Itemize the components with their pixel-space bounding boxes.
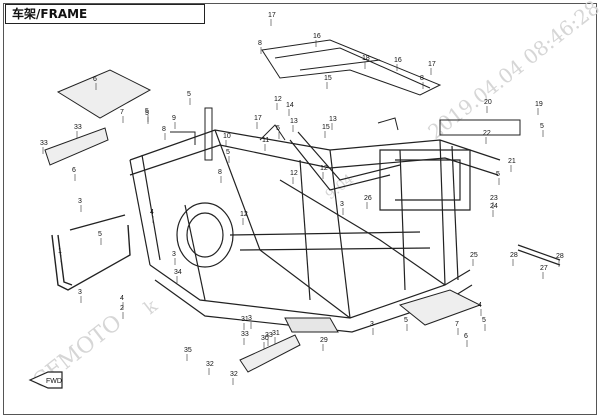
part-number-label: 12 <box>274 96 282 103</box>
part-number-label: 13 <box>290 118 298 125</box>
part-number-label: 8 <box>420 75 424 82</box>
part-number-label: 12 <box>320 165 328 172</box>
part-number-label: 33 <box>241 331 249 338</box>
part-number-label: 5 <box>540 123 544 130</box>
part-number-label: 33 <box>40 140 48 147</box>
fwd-label: FWD <box>46 378 62 385</box>
part-number-label: 11 <box>262 137 269 144</box>
part-number-label: 3 <box>340 201 344 208</box>
part-number-label: 31 <box>241 316 249 323</box>
part-number-label: 13 <box>329 116 337 123</box>
left-footboard <box>44 69 152 166</box>
watermark-timestamp: 2019.04.04 08:46:28 <box>423 0 600 144</box>
part-number-label: 34 <box>174 269 182 276</box>
main-frame <box>129 129 501 333</box>
part-number-label: 9 <box>172 115 176 122</box>
part-number-label: 3 <box>78 289 82 296</box>
part-number-label: 8 <box>218 169 222 176</box>
part-number-label: 32 <box>230 371 238 378</box>
part-number-label: 3 <box>78 198 82 205</box>
part-number-label: 2 <box>120 305 124 312</box>
part-number-label: 17 <box>254 115 262 122</box>
part-number-label: 26 <box>364 195 372 202</box>
part-number-label: 6 <box>93 76 97 83</box>
skid-plate <box>284 317 339 333</box>
part-number-label: 30 <box>261 335 269 342</box>
part-number-label: 21 <box>508 158 516 165</box>
part-number-label: 5 <box>276 125 280 132</box>
part-number-label: 4 <box>120 295 124 302</box>
part-number-label: 15 <box>324 75 332 82</box>
part-number-label: 3 <box>248 315 252 322</box>
part-number-label: 4 <box>150 209 154 216</box>
front-bumper <box>51 214 131 291</box>
part-number-label: 5 <box>404 317 408 324</box>
part-number-label: 5 <box>98 231 102 238</box>
part-number-label: 23 <box>490 195 498 202</box>
part-number-label: 5 <box>145 110 149 117</box>
part-number-label: 10 <box>223 133 231 140</box>
part-number-label: 6 <box>72 167 76 174</box>
part-number-label: 16 <box>313 33 321 40</box>
part-number-label: 19 <box>535 101 543 108</box>
right-footboard <box>239 289 482 373</box>
part-number-label: 5 <box>187 91 191 98</box>
part-number-label: 3 <box>172 251 176 258</box>
part-number-label: 3 <box>370 321 374 328</box>
part-number-label: 14 <box>286 102 294 109</box>
bracket-group <box>170 107 521 161</box>
part-number-label: 8 <box>162 126 166 133</box>
part-number-label: 18 <box>362 55 370 62</box>
part-number-label: 25 <box>470 252 478 259</box>
part-number-label: 32 <box>206 361 214 368</box>
part-number-label: 33 <box>74 124 82 131</box>
part-number-label: 5 <box>145 108 149 115</box>
part-number-label: 29 <box>320 337 328 344</box>
part-number-label: 5 <box>496 171 500 178</box>
part-number-label: 28 <box>556 253 564 260</box>
part-number-label: 8 <box>258 40 262 47</box>
part-number-label: 5 <box>482 317 486 324</box>
part-number-label: 31 <box>272 330 280 337</box>
part-number-label: 33 <box>265 332 273 339</box>
part-number-label: 5 <box>226 149 230 156</box>
part-number-label: 17 <box>268 12 276 19</box>
part-number-label: 20 <box>484 99 492 106</box>
watermark: CFMOTO k 9.04 2019.04.04 08:46:28 <box>28 0 600 395</box>
rear-rack <box>261 39 442 96</box>
sheet-border <box>3 3 597 415</box>
part-number-label: 35 <box>184 347 192 354</box>
part-number-label: 15 <box>322 124 330 131</box>
part-number-label: 17 <box>428 61 436 68</box>
part-number-label: 28 <box>510 252 518 259</box>
part-number-label: 4 <box>478 302 482 309</box>
part-number-label: 27 <box>540 265 548 272</box>
part-number-label: 6 <box>464 333 468 340</box>
tow-bar <box>517 244 561 266</box>
part-number-label: 12 <box>240 211 248 218</box>
part-number-label: 16 <box>394 57 402 64</box>
part-number-label: 24 <box>490 203 498 210</box>
diagram-title: 车架/FRAME <box>5 4 205 24</box>
part-number-label: 1 <box>58 248 62 255</box>
part-number-label: 7 <box>120 109 124 116</box>
watermark-extra: k <box>140 295 162 319</box>
part-number-label: 12 <box>290 170 298 177</box>
part-number-label: 22 <box>483 130 491 137</box>
fwd-arrow: FWD <box>28 371 63 389</box>
part-number-label: 7 <box>455 321 459 328</box>
